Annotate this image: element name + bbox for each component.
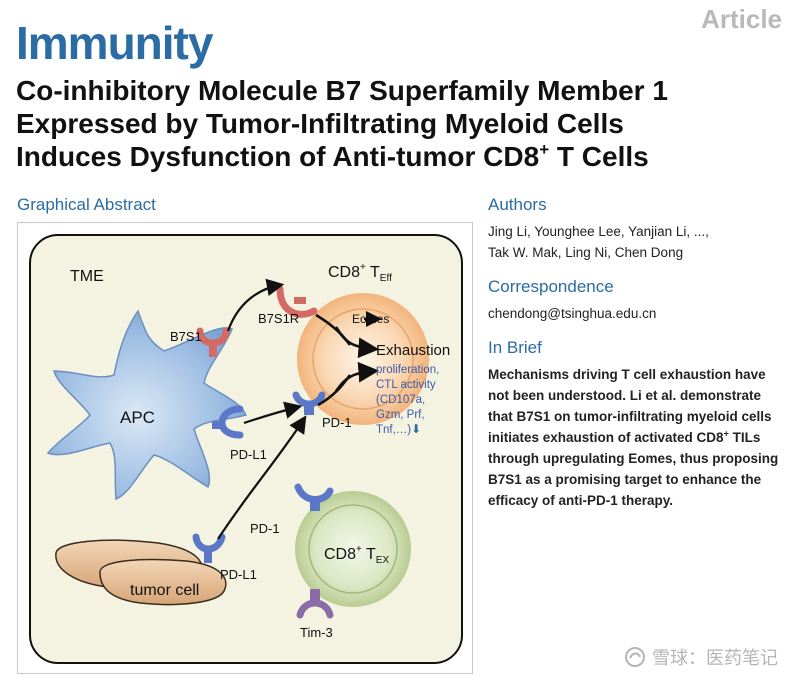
title-line-2: Expressed by Tumor-Infiltrating Myeloid … xyxy=(16,108,624,139)
snowball-logo-icon xyxy=(625,647,645,667)
authors-line[interactable]: Tak W. Mak, Ling Ni, Chen Dong xyxy=(488,245,684,260)
tim3-label: Tim-3 xyxy=(300,625,333,640)
title-line-3: Induces Dysfunction of Anti-tumor CD8+ T… xyxy=(16,140,649,172)
watermark-text: 雪球：医药笔记 xyxy=(652,648,778,668)
article-type-label: Article xyxy=(701,4,782,34)
pd1-eff-label: PD-1 xyxy=(322,415,352,430)
authors-line[interactable]: Jing Li, Younghee Lee, Yanjian Li, ..., xyxy=(488,224,709,239)
in-brief-heading: In Brief xyxy=(488,338,542,357)
tim3-receptor xyxy=(296,589,334,619)
graphical-abstract-heading: Graphical Abstract xyxy=(17,195,156,214)
in-brief-text: Mechanisms driving T cell exhaustion hav… xyxy=(488,367,779,508)
pd1-ex-receptor xyxy=(294,483,334,511)
in-brief-section: In Brief Mechanisms driving T cell exhau… xyxy=(488,338,788,511)
effector-function-list: proliferation, CTL activity (CD107a, Gzm… xyxy=(376,364,439,436)
cd8-ex-label: CD8+ TEX xyxy=(324,544,389,566)
eomes-label: Eomes xyxy=(352,312,389,326)
effector-line-last: Tnf,…)⬇ xyxy=(376,422,421,436)
b7s1-receptor xyxy=(196,327,230,357)
title-line-1: Co-inhibitory Molecule B7 Superfamily Me… xyxy=(16,75,668,106)
correspondence-heading: Correspondence xyxy=(488,277,614,296)
pdl1-tumor-arrow xyxy=(217,415,307,540)
pdl1-tumor-label: PD-L1 xyxy=(220,567,257,582)
correspondence-email[interactable]: chendong@tsinghua.edu.cn xyxy=(488,306,657,321)
tumor-cell-front xyxy=(99,558,227,606)
authors-section: Authors Jing Li, Younghee Lee, Yanjian L… xyxy=(488,195,788,263)
tme-label: TME xyxy=(70,268,104,285)
journal-name[interactable]: Immunity xyxy=(16,17,213,69)
effector-line: Gzm, Prf, xyxy=(376,409,425,421)
cd8-eff-label: CD8+ TEff xyxy=(328,262,392,284)
down-arrow-icon: ⬇ xyxy=(411,422,421,436)
pdl1-apc-label: PD-L1 xyxy=(230,447,267,462)
cd8-ex-cell xyxy=(295,491,411,607)
authors-heading: Authors xyxy=(488,195,547,214)
apc-cell xyxy=(46,309,248,501)
b7s1-label: B7S1 xyxy=(170,329,202,344)
pd1-eff-receptor xyxy=(292,391,326,415)
apc-label: APC xyxy=(120,408,155,427)
authors-list: Jing Li, Younghee Lee, Yanjian Li, ..., … xyxy=(488,221,788,263)
effector-line: (CD107a, xyxy=(376,394,425,406)
pdl1-apc-receptor xyxy=(212,405,244,439)
exhaustion-label: Exhaustion xyxy=(376,342,450,359)
effector-line: proliferation, xyxy=(376,364,439,376)
sidebar: Authors Jing Li, Younghee Lee, Yanjian L… xyxy=(488,195,788,525)
pdl1-apc-arrow xyxy=(243,401,303,425)
tumor-cell-label: tumor cell xyxy=(130,582,199,599)
graphical-abstract-figure: TME APC tumor cell CD8+ TEff CD8+ TEX B7… xyxy=(17,222,473,674)
graphical-abstract-svg: TME APC tumor cell CD8+ TEff CD8+ TEX B7… xyxy=(29,234,463,664)
effector-line: CTL activity xyxy=(376,379,436,391)
b7s1-arrow xyxy=(226,278,285,332)
b7s1r-label: B7S1R xyxy=(258,311,299,326)
pdl1-tumor-receptor xyxy=(192,533,226,563)
watermark: 雪球：医药笔记 xyxy=(624,644,778,670)
page-title: Co-inhibitory Molecule B7 Superfamily Me… xyxy=(16,74,786,173)
correspondence-section: Correspondence chendong@tsinghua.edu.cn xyxy=(488,277,788,324)
pd1-ex-label: PD-1 xyxy=(250,521,280,536)
